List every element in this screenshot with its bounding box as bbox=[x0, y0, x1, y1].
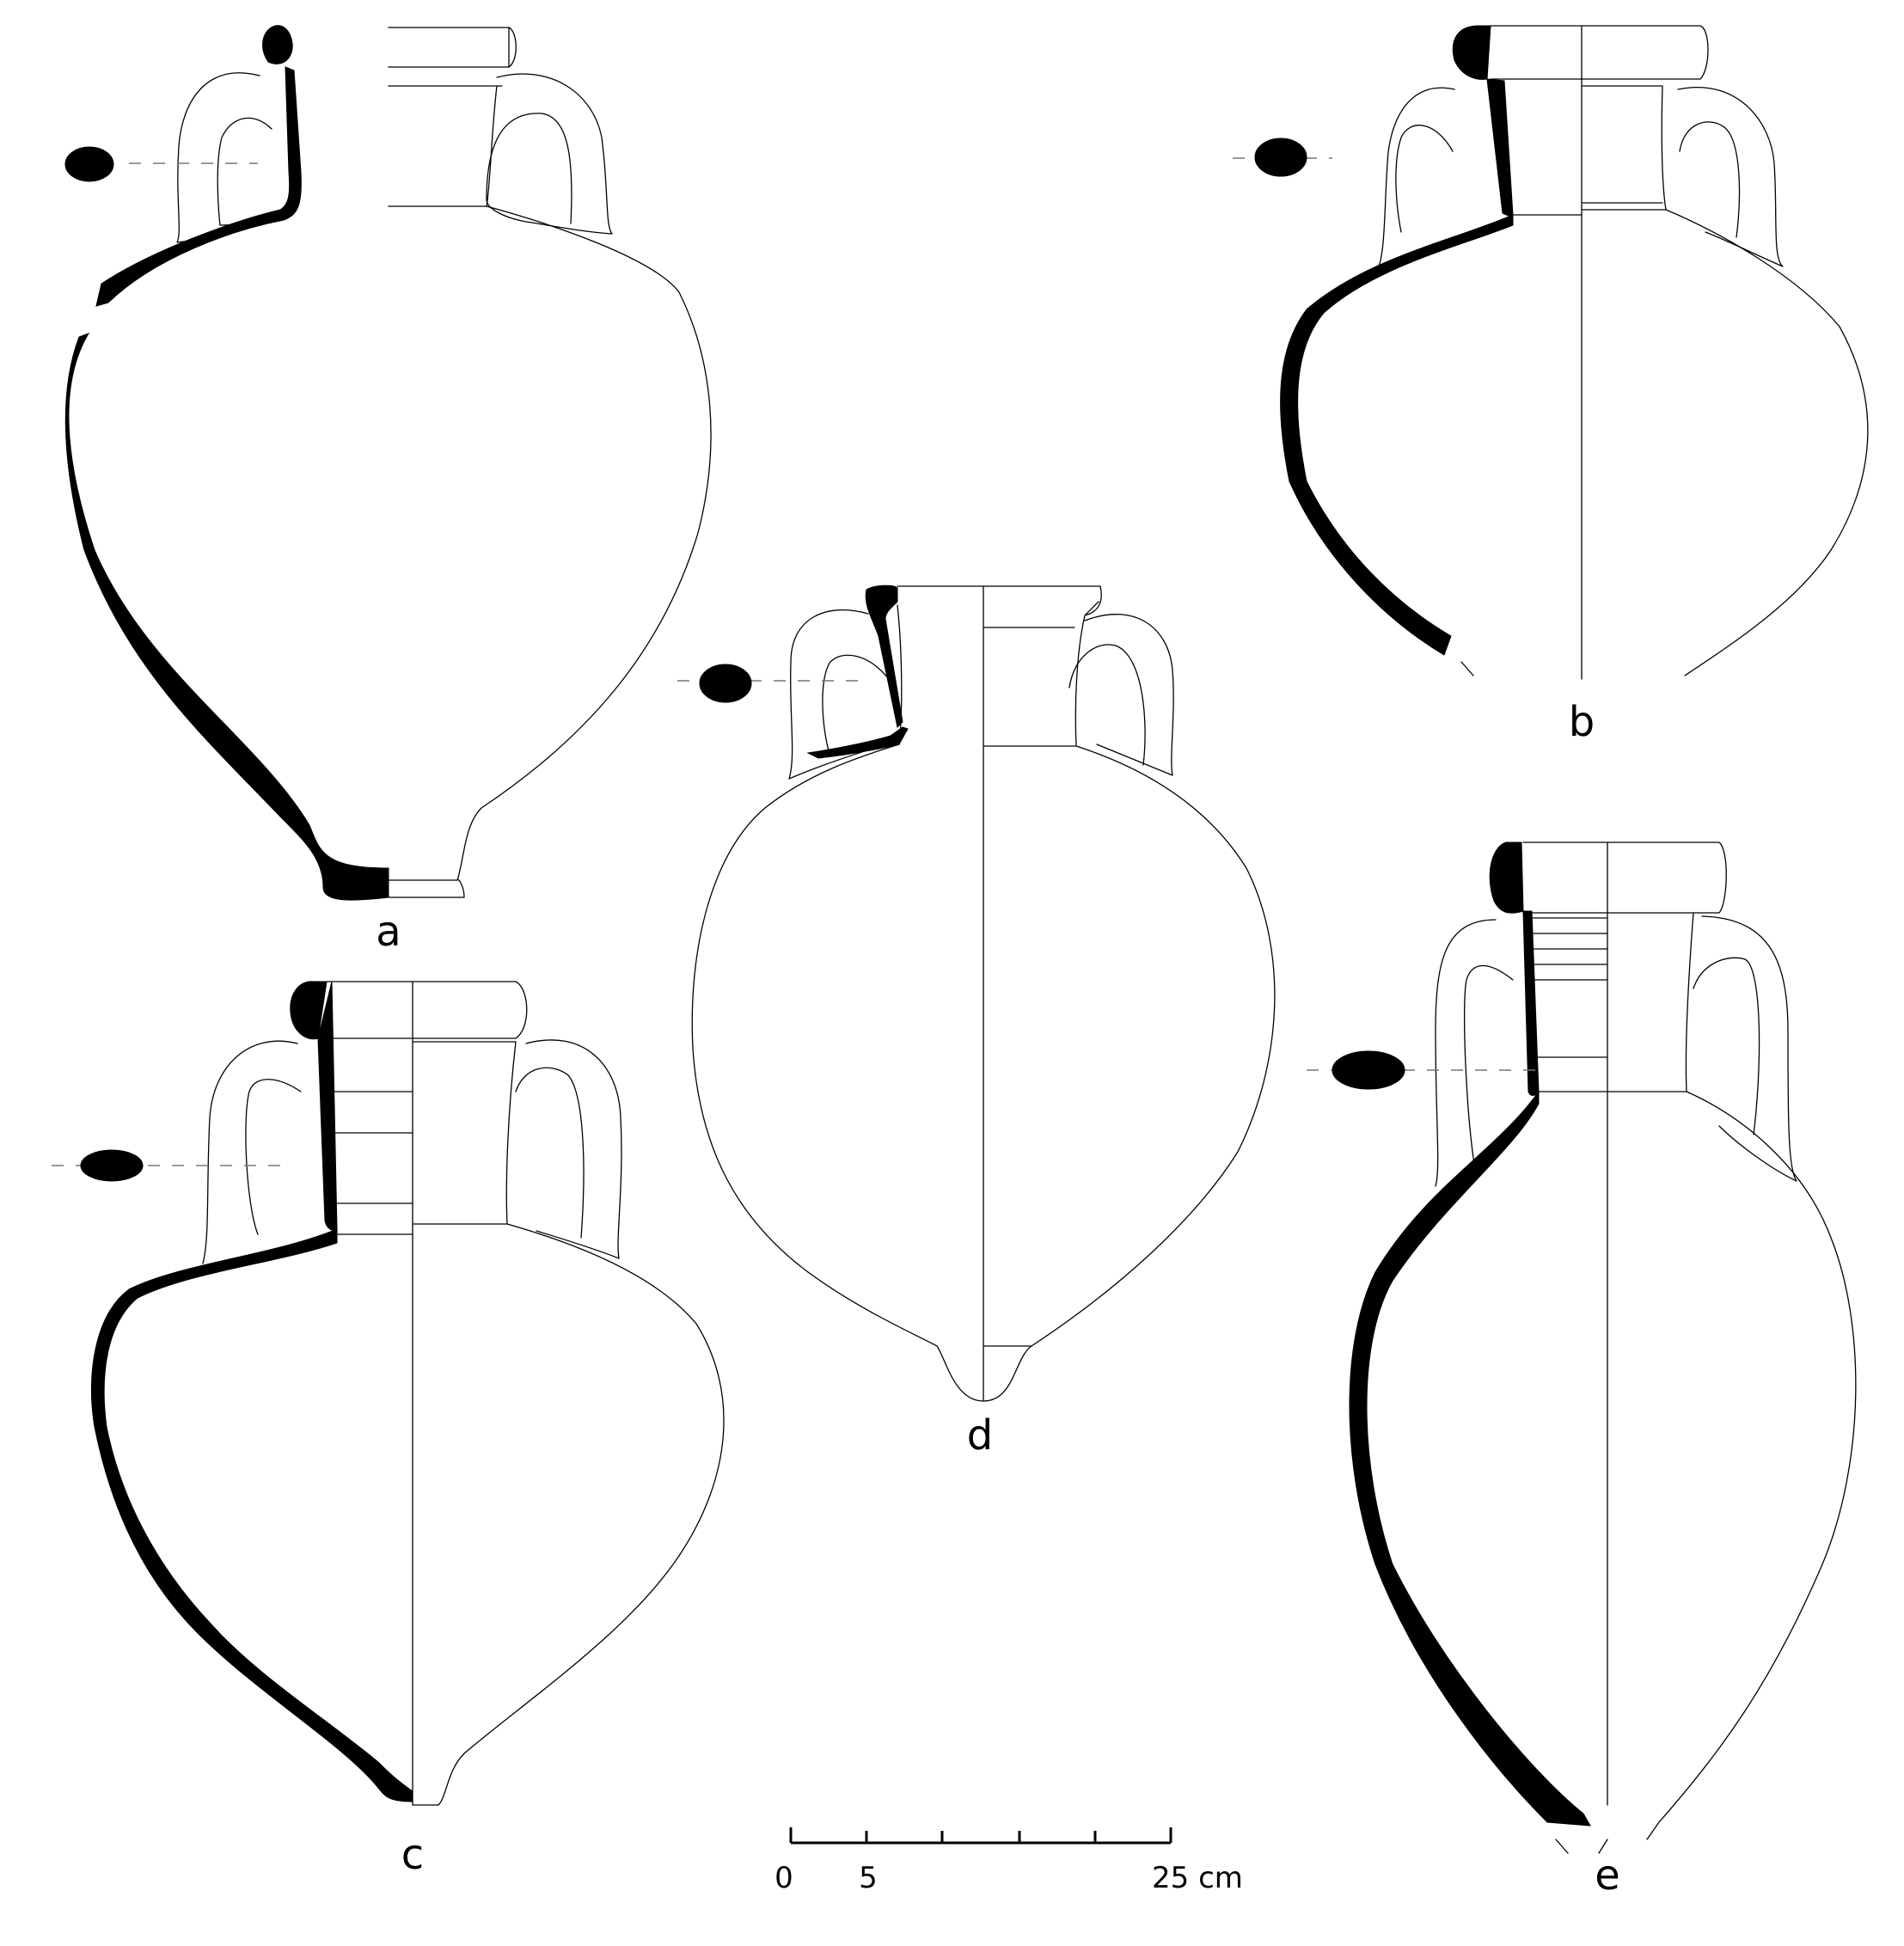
vessel-b: b bbox=[1233, 25, 1869, 746]
vessel-e-section-profile bbox=[1349, 841, 1591, 1827]
scale-label-mid: 5 bbox=[859, 1861, 878, 1895]
scale-bar-line bbox=[789, 1827, 1172, 1845]
vessel-e-outline bbox=[1522, 841, 1857, 1854]
vessel-a-label: a bbox=[376, 908, 401, 956]
vessel-c-section-profile bbox=[90, 981, 413, 1802]
vessel-c-label: c bbox=[401, 1831, 424, 1879]
vessel-a-handle-section bbox=[64, 146, 114, 182]
vessel-a-neck-rim bbox=[388, 27, 510, 68]
vessel-d-right-handle bbox=[1068, 614, 1174, 776]
vessel-a-outline bbox=[388, 27, 712, 898]
scale-label-start: 0 bbox=[774, 1861, 793, 1895]
vessel-b-outline bbox=[1460, 25, 1869, 680]
vessel-a: a bbox=[64, 25, 712, 956]
vessel-c: c bbox=[52, 981, 725, 1879]
scale-bar: 0 5 25 cm bbox=[774, 1827, 1243, 1895]
scale-label-end: 25 cm bbox=[1152, 1861, 1243, 1895]
vessel-a-left-handle bbox=[176, 72, 274, 243]
vessel-b-right-handle bbox=[1677, 87, 1784, 267]
vessel-e-right-handle bbox=[1693, 915, 1797, 1182]
vessel-d-section-profile bbox=[806, 584, 909, 759]
vessel-b-label: b bbox=[1569, 698, 1595, 746]
vessel-b-left-handle bbox=[1374, 87, 1455, 276]
vessel-e-left-handle bbox=[1435, 919, 1514, 1187]
vessel-d-label: d bbox=[967, 1411, 993, 1460]
vessel-a-section-profile bbox=[64, 25, 389, 901]
vessel-a-right-handle bbox=[486, 73, 613, 235]
vessel-d-left-handle bbox=[788, 609, 895, 780]
vessel-e: e bbox=[1307, 841, 1857, 1900]
vessel-c-left-handle bbox=[202, 1040, 302, 1264]
vessel-c-outline bbox=[326, 981, 725, 1806]
vessel-c-handle-section bbox=[80, 1149, 144, 1182]
vessel-e-handle-section bbox=[1332, 1050, 1405, 1090]
vessel-e-label: e bbox=[1595, 1851, 1620, 1900]
vessel-b-handle-section bbox=[1254, 138, 1307, 177]
vessel-c-right-handle bbox=[515, 1039, 622, 1259]
vessel-d: d bbox=[677, 584, 1276, 1460]
vessel-d-handle-section bbox=[699, 664, 752, 703]
vessel-d-outline bbox=[691, 585, 1276, 1402]
